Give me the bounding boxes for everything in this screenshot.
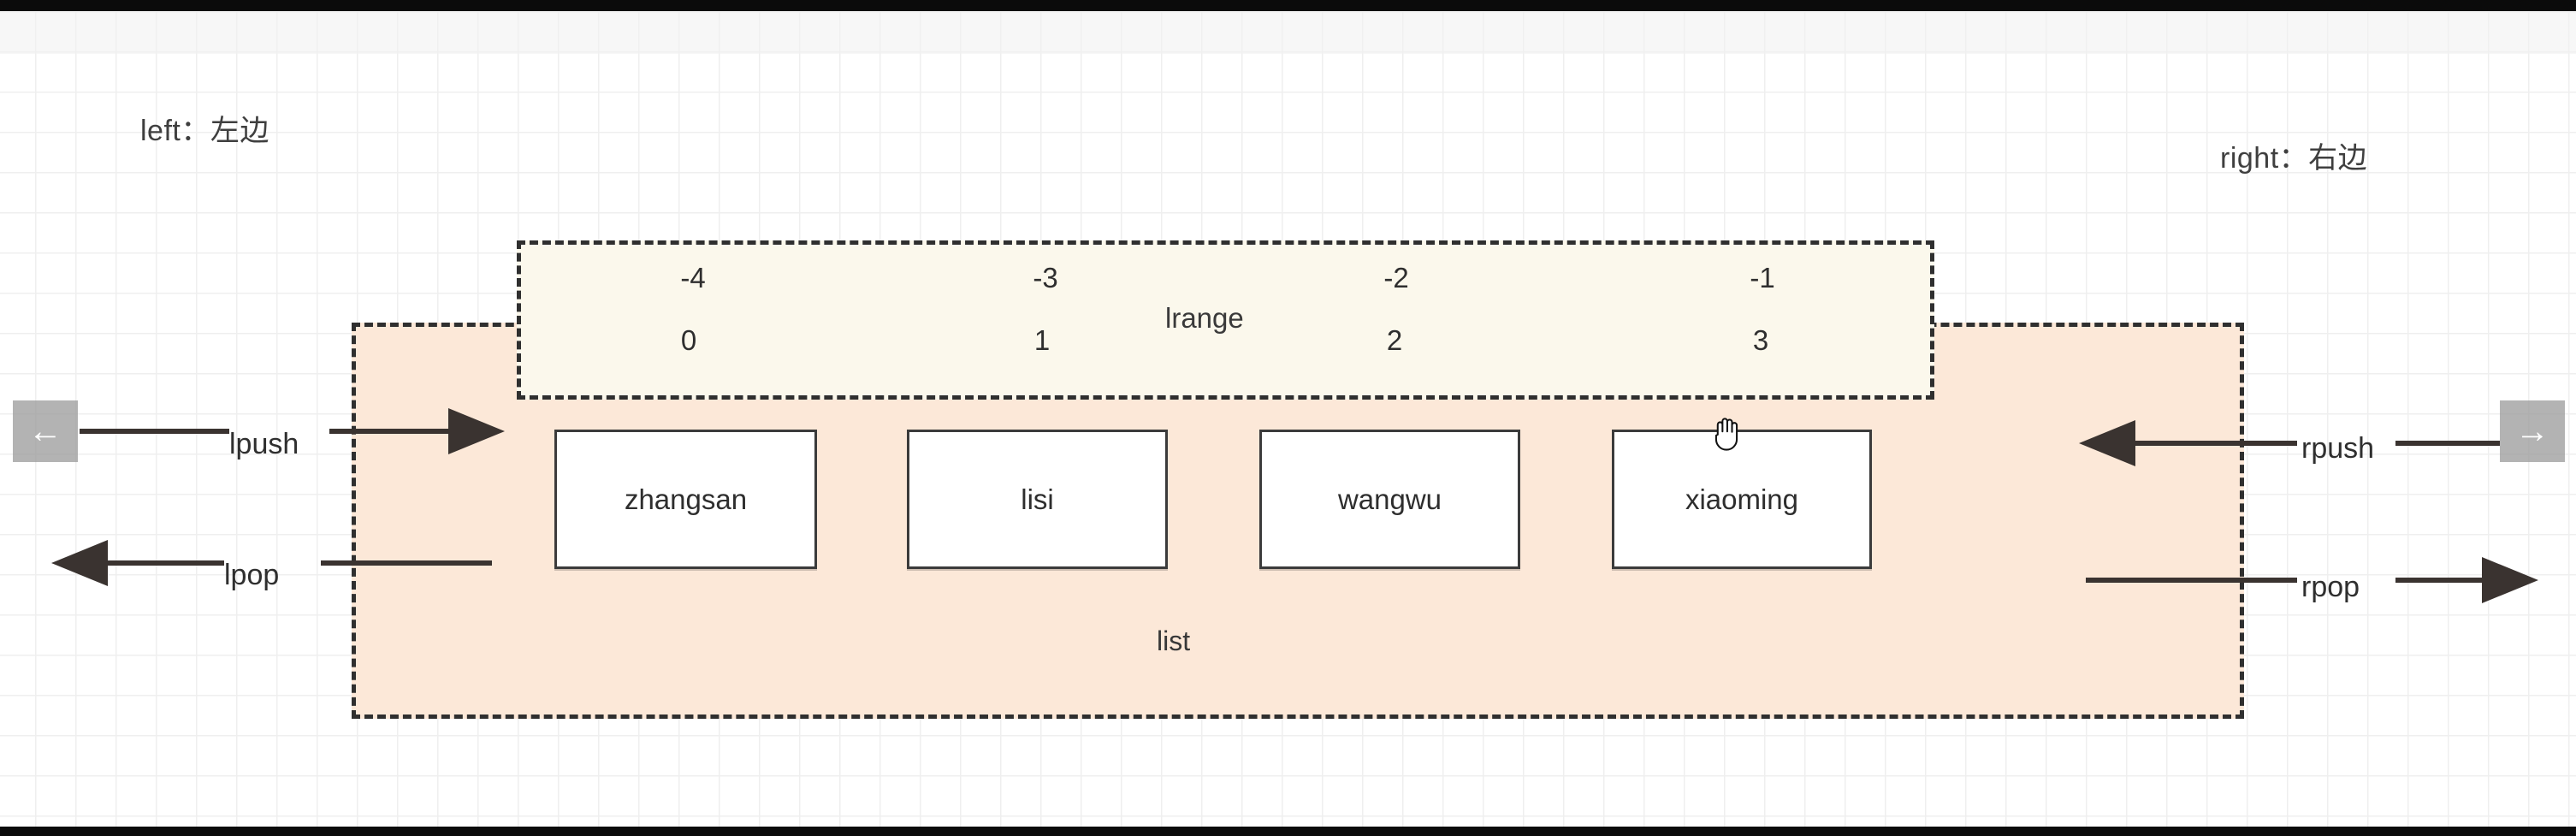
right-side-label: right：右边 [2220,142,2368,175]
list-item-lisi[interactable]: lisi [907,430,1168,569]
lrange-caption: lrange [1165,302,1244,334]
positive-index-3: 3 [1752,324,1769,356]
top-chrome-bar [0,0,2576,11]
negative-index-3: -1 [1750,262,1775,293]
negative-index-0: -4 [680,262,706,293]
diagram-canvas: left：左边 right：右边 -4 -3 -2 -1 0 1 2 3 lra… [0,11,2576,827]
lrange-region[interactable] [517,240,1934,400]
list-item-wangwu[interactable]: wangwu [1259,430,1520,569]
rpush-label: rpush [2301,432,2375,465]
lpush-label: lpush [229,428,299,460]
next-page-button[interactable]: → [2500,400,2565,462]
positive-index-1: 1 [1033,324,1051,356]
bottom-chrome-bar [0,827,2576,836]
positive-index-2: 2 [1386,324,1403,356]
list-item-label: xiaoming [1685,483,1799,515]
arrow-left-icon: ← [28,412,62,450]
rpop-label: rpop [2301,571,2360,603]
left-side-label: left：左边 [140,115,269,147]
list-item-label: zhangsan [624,483,748,515]
list-caption: list [1157,626,1191,656]
negative-index-1: -3 [1033,262,1058,293]
list-item-label: wangwu [1337,483,1442,515]
arrow-right-icon: → [2515,412,2549,450]
list-item-label: lisi [1021,483,1054,515]
list-item-xiaoming[interactable]: xiaoming [1612,430,1872,569]
canvas-top-haze [0,11,2576,54]
negative-index-2: -2 [1383,262,1409,293]
prev-page-button[interactable]: ← [13,400,78,462]
positive-index-0: 0 [680,324,697,356]
list-item-zhangsan[interactable]: zhangsan [554,430,817,569]
lpop-label: lpop [224,559,280,591]
